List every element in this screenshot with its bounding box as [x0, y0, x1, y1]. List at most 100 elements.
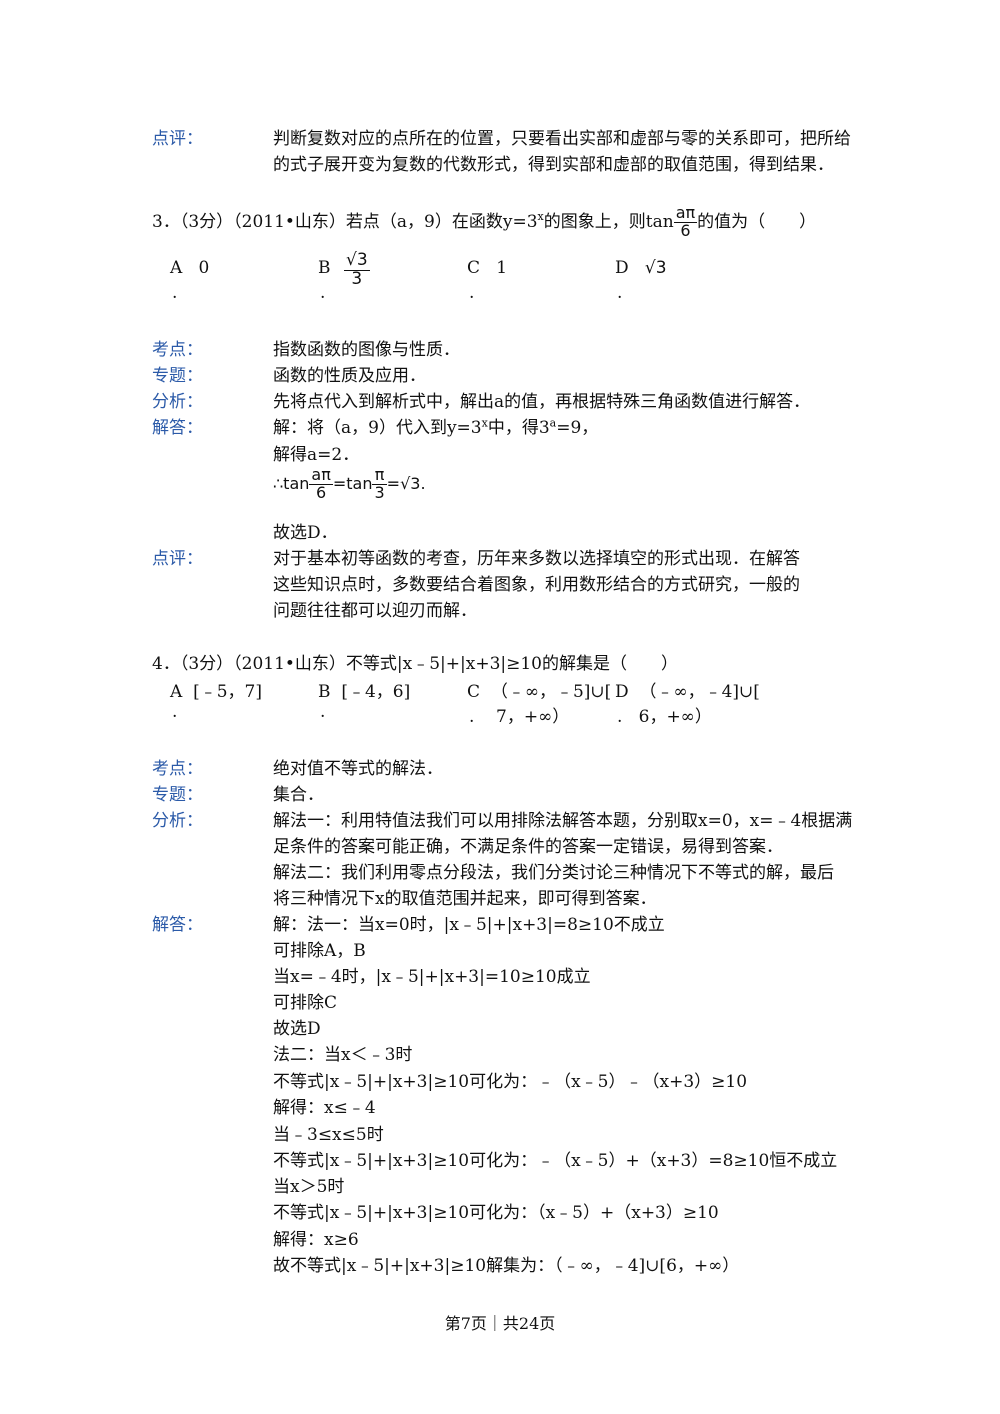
q3-dianping-line-3: 问题往往都可以迎刃而解． — [273, 601, 477, 621]
q3-stem-a: 3．（3分）（2011•山东）若点（a，9）在函数y=3 — [152, 211, 538, 232]
q3-option-a-letter: A — [170, 258, 183, 278]
q4-option-a: A [﹣5，7] — [170, 677, 262, 702]
q4-fenxi-line-3: 解法二：我们利用零点分段法，我们分类讨论三种情况下不等式的解，最后 — [273, 863, 834, 883]
q4-jieda-line-4: 可排除C — [273, 993, 338, 1013]
q3-option-d-dot: . — [617, 283, 623, 303]
q3-option-c-letter: C — [467, 258, 481, 278]
q4-jieda-line-9: 当﹣3≤x≤5时 — [273, 1125, 384, 1145]
q3-stem-frac-num: aπ — [673, 203, 698, 223]
dianping-prev-line-2: 的式子展开变为复数的代数形式，得到实部和虚部的取值范围，得到结果． — [273, 155, 834, 175]
q3-jieda-line-4: 故选D． — [273, 523, 338, 543]
q3-option-b: B — [318, 258, 331, 278]
q3-jieda-3-frac2-num: π — [372, 466, 387, 485]
q3-jieda-3-frac1-num: aπ — [309, 465, 333, 485]
q4-fenxi-line-1: 解法一：利用特值法我们可以用排除法解答本题，分别取x=0，x=﹣4根据满 — [273, 811, 853, 831]
q4-zhuanti: 集合． — [273, 785, 324, 805]
q3-option-c-dot: . — [469, 283, 475, 303]
q3-fenxi-label: 分析： — [152, 392, 203, 412]
q4-option-d: D （﹣∞，﹣4]∪[ — [615, 677, 760, 702]
dianping-label-prev: 点评： — [152, 129, 203, 149]
q4-option-d-line-2: . 6，+∞） — [617, 707, 712, 727]
q4-option-c: C （﹣∞，﹣5]∪[ — [467, 677, 611, 702]
q3-zhuanti-label: 专题： — [152, 366, 203, 386]
q3-kaodian: 指数函数的图像与性质． — [273, 340, 460, 360]
q4-jieda-line-2: 可排除A，B — [273, 941, 366, 961]
q4-fenxi-line-4: 将三种情况下x的取值范围并起来，即可得到答案． — [273, 889, 657, 909]
q4-jieda-line-14: 故不等式|x﹣5|+|x+3|≥10解集为：（﹣∞，﹣4]∪[6，+∞） — [273, 1256, 740, 1276]
q4-fenxi-line-2: 足条件的答案可能正确，不满足条件的答案一定错误，易得到答案． — [273, 837, 783, 857]
q3-dianping-label: 点评： — [152, 549, 203, 569]
q4-jieda-line-12: 不等式|x﹣5|+|x+3|≥10可化为：（x﹣5）+（x+3）≥10 — [273, 1203, 719, 1223]
q4-jieda-line-8: 解得：x≤﹣4 — [273, 1098, 376, 1118]
q4-option-b-dot: . — [320, 702, 326, 722]
q4-option-c-text-2: 7，+∞） — [496, 707, 570, 727]
q4-option-c-line-2: . 7，+∞） — [469, 707, 570, 727]
q3-option-d: D √3 — [615, 258, 667, 278]
q3-stem-frac-den: 6 — [680, 220, 691, 240]
q3-dianping-line-2: 这些知识点时，多数要结合着图象，利用数形结合的方式研究，一般的 — [273, 575, 800, 595]
q3-jieda-3-frac2-den: 3 — [374, 482, 385, 502]
q3-jieda-1sup2: a — [549, 416, 557, 430]
q4-jieda-line-6: 法二：当x＜﹣3时 — [273, 1045, 413, 1065]
q3-jieda-1b: 中，得3 — [487, 418, 550, 438]
dianping-prev-line-1: 判断复数对应的点所在的位置，只要看出实部和虚部与零的关系即可，把所给 — [273, 129, 851, 149]
q3-option-a: A 0 — [170, 258, 209, 278]
q3-zhuanti: 函数的性质及应用． — [273, 366, 426, 386]
q4-jieda-line-11: 当x＞5时 — [273, 1177, 345, 1197]
q4-option-b-text: [﹣4，6] — [341, 682, 411, 702]
q4-option-b-letter: B — [318, 682, 331, 702]
page-footer: 第7页｜共24页 — [444, 1314, 556, 1333]
q4-option-d-text-2: 6，+∞） — [638, 707, 712, 727]
q3-option-b-frac-den: 3 — [351, 268, 363, 289]
q3-kaodian-label: 考点： — [152, 340, 203, 360]
q3-jieda-1c: =9， — [556, 418, 599, 438]
q3-option-a-dot: . — [172, 283, 178, 303]
q4-jieda-line-1: 解：法一：当x=0时，|x﹣5|+|x+3|=8≥10不成立 — [273, 915, 665, 935]
q3-stem-c: 的值为（ ） — [697, 211, 817, 232]
q3-jieda-3-end: =√3. — [386, 473, 426, 493]
q4-option-a-letter: A — [170, 682, 183, 702]
q4-jieda-line-7: 不等式|x﹣5|+|x+3|≥10可化为：﹣（x﹣5）﹣（x+3）≥10 — [273, 1072, 748, 1092]
q4-option-d-text-1: （﹣∞，﹣4]∪[ — [639, 682, 760, 702]
q4-fenxi-label: 分析： — [152, 811, 203, 831]
q3-stem-b: 的图象上，则tan — [543, 211, 674, 232]
q4-zhuanti-label: 专题： — [152, 785, 203, 805]
q3-option-b-letter: B — [318, 258, 331, 278]
q4-kaodian: 绝对值不等式的解法． — [273, 759, 443, 779]
q4-jieda-label: 解答： — [152, 915, 203, 935]
q3-jieda-3-prefix: ∴tan — [273, 473, 310, 493]
q4-stem: 4．（3分）（2011•山东）不等式|x﹣5|+|x+3|≥10的解集是（ ） — [152, 654, 679, 674]
q4-option-a-dot: . — [172, 702, 178, 722]
q3-jieda-label: 解答： — [152, 418, 203, 438]
q3-option-d-letter: D — [615, 258, 629, 278]
q4-option-d-letter: D — [615, 682, 629, 702]
q3-option-d-text: √3 — [644, 258, 667, 278]
q4-jieda-line-5: 故选D — [273, 1019, 321, 1039]
q4-option-c-letter: C — [467, 682, 481, 702]
q3-dianping-line-1: 对于基本初等函数的考查，历年来多数以选择填空的形式出现．在解答 — [273, 549, 800, 569]
q3-jieda-1a: 解：将（a，9）代入到y=3 — [273, 418, 482, 438]
q3-jieda-line-1: 解：将（a，9）代入到y=3x中，得3a=9， — [273, 413, 598, 438]
q3-fenxi: 先将点代入到解析式中，解出a的值，再根据特殊三角函数值进行解答． — [273, 392, 811, 412]
q3-stem-sup: x — [537, 210, 544, 224]
q3-option-c: C 1 — [467, 258, 507, 278]
q3-option-b-dot: . — [320, 283, 326, 303]
q4-option-b: B [﹣4，6] — [318, 677, 410, 702]
q3-option-b-frac-num: √3 — [344, 250, 370, 271]
q4-jieda-line-10: 不等式|x﹣5|+|x+3|≥10可化为：﹣（x﹣5）+（x+3）=8≥10恒不… — [273, 1151, 838, 1171]
q4-option-c-text-1: （﹣∞，﹣5]∪[ — [490, 682, 612, 702]
q3-jieda-3-mid: =tan — [332, 473, 373, 493]
q4-jieda-line-3: 当x=﹣4时，|x﹣5|+|x+3|=10≥10成立 — [273, 967, 591, 987]
q3-jieda-line-2: 解得a=2． — [273, 445, 360, 465]
q3-jieda-3-frac1-den: 6 — [316, 482, 327, 502]
q4-jieda-line-13: 解得：x≥6 — [273, 1230, 359, 1250]
q4-option-a-text: [﹣5，7] — [193, 682, 262, 702]
q4-kaodian-label: 考点： — [152, 759, 203, 779]
q3-option-c-text: 1 — [496, 258, 508, 278]
q3-jieda-1sup: x — [481, 416, 488, 430]
q3-option-a-text: 0 — [198, 258, 210, 278]
